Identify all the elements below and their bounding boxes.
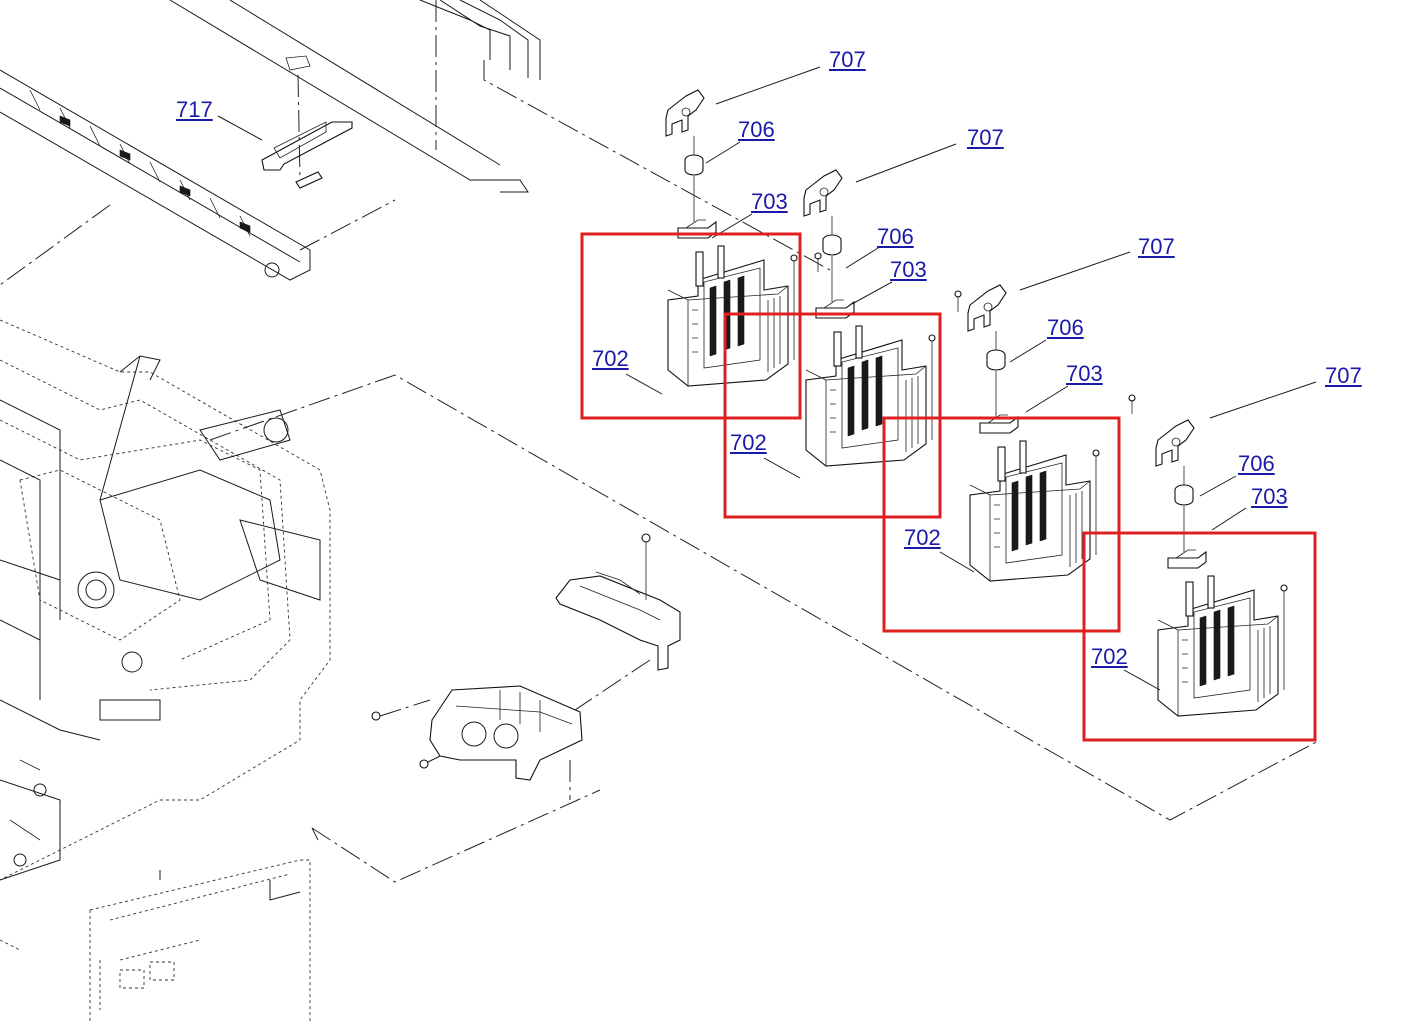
callout-702-a[interactable]: 702 [592, 346, 629, 371]
callout-706-c[interactable]: 706 [1047, 315, 1084, 340]
callout-706-d[interactable]: 706 [1238, 451, 1275, 476]
callout-706-a[interactable]: 706 [738, 117, 775, 142]
callout-707-a[interactable]: 707 [829, 47, 866, 72]
printer-frame [0, 319, 331, 951]
holder-assembly-1 [665, 89, 798, 387]
holder-assembly-2 [803, 169, 936, 467]
callout-707-c[interactable]: 707 [1138, 234, 1175, 259]
callout-703-b[interactable]: 703 [890, 257, 927, 282]
callout-703-c[interactable]: 703 [1066, 361, 1103, 386]
holder-assembly-4 [1128, 394, 1288, 717]
highlight-box-1 [580, 232, 802, 420]
callout-703-a[interactable]: 703 [751, 189, 788, 214]
callout-707-d[interactable]: 707 [1325, 363, 1362, 388]
callout-717[interactable]: 717 [176, 97, 213, 122]
highlight-box-2 [723, 312, 942, 519]
holder-assembly-3 [954, 284, 1100, 582]
tube-holder [555, 533, 681, 721]
highlight-boxes [580, 232, 1317, 742]
valve-unit [371, 685, 583, 800]
callout-706-b[interactable]: 706 [877, 224, 914, 249]
callout-702-b[interactable]: 702 [730, 430, 767, 455]
bracket-717 [217, 55, 353, 189]
callout-703-d[interactable]: 703 [1251, 484, 1288, 509]
carriage-rail [0, 69, 396, 286]
callout-leaders [625, 66, 1317, 691]
highlight-box-4 [1082, 531, 1317, 742]
callout-702-d[interactable]: 702 [1091, 644, 1128, 669]
callout-702-c[interactable]: 702 [904, 525, 941, 550]
highlight-box-3 [882, 416, 1121, 633]
flat-cable [169, 0, 831, 271]
callout-707-b[interactable]: 707 [967, 125, 1004, 150]
lower-chassis [89, 859, 311, 1022]
leader-dash-lines [209, 374, 1321, 883]
